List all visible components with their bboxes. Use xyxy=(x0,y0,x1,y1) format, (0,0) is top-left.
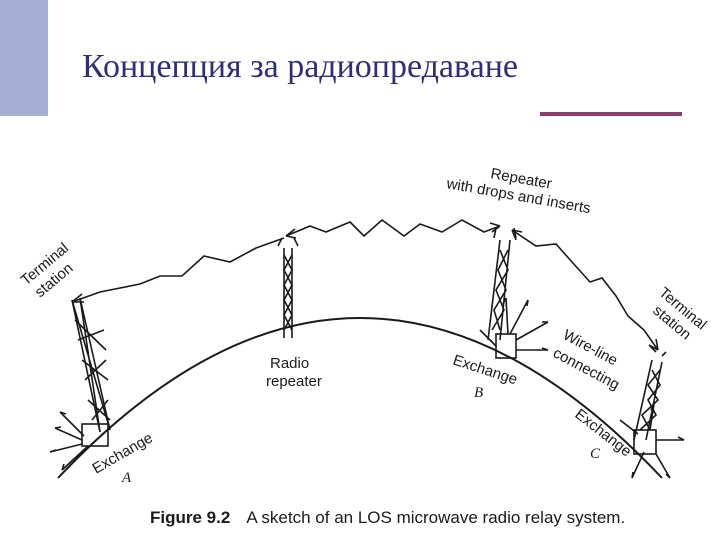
right-terminal-tower xyxy=(619,345,685,479)
slide-accent-bar xyxy=(0,0,48,116)
caption-number: Figure 9.2 xyxy=(150,508,231,527)
earth-curve xyxy=(57,317,663,479)
radio-signal-paths xyxy=(71,218,659,351)
slide-title: Концепция за радиопредаване xyxy=(82,48,519,85)
repeater-b-tower xyxy=(479,227,549,359)
label-radio-repeater-1: Radio xyxy=(270,355,309,372)
label-radio-repeater-2: repeater xyxy=(266,373,322,390)
label-exchange-a-letter: A xyxy=(121,470,132,486)
figure-caption: Figure 9.2 A sketch of an LOS microwave r… xyxy=(150,508,625,528)
label-exchange-c-letter: C xyxy=(590,446,601,462)
caption-text: A sketch of an LOS microwave radio relay… xyxy=(246,508,626,527)
label-exchange-b-letter: B xyxy=(474,385,483,401)
title-underline xyxy=(540,112,682,116)
left-terminal-tower xyxy=(49,297,111,471)
label-exchange-c: Exchange xyxy=(572,406,635,460)
radio-repeater-tower xyxy=(277,237,299,338)
